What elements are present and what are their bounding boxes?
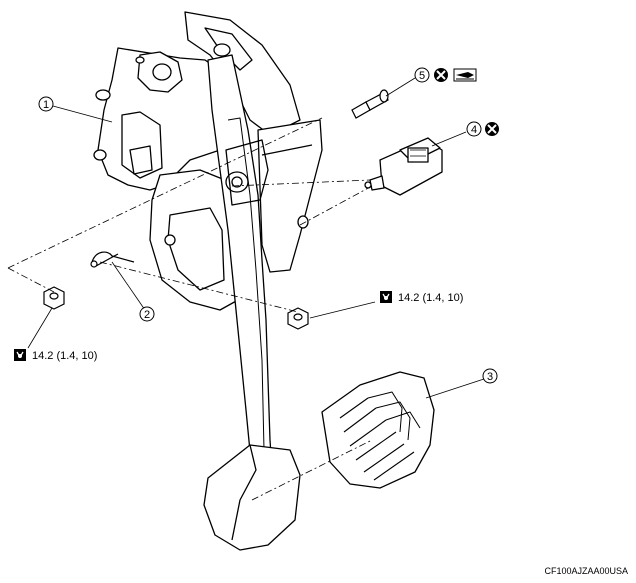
svg-text:2: 2 [144,309,150,321]
left-nut [43,286,65,310]
torque-label-right: 14.2 (1.4, 10) [398,292,463,304]
callout-5: 5 [414,67,430,83]
svg-text:4: 4 [471,124,477,136]
pedal-bracket [93,11,323,311]
leader-lines [27,77,488,399]
svg-text:1: 1 [43,99,49,111]
pedal-switch [364,137,443,196]
callout-3: 3 [482,368,498,384]
callout-4: 4 [466,121,482,137]
torque-label-left: 14.2 (1.4, 10) [32,350,97,362]
callout-2: 2 [139,306,155,322]
right-nut [287,307,309,330]
do-not-reuse-icon [434,68,448,82]
pedal-pad [321,371,435,489]
pedal-arm [207,54,273,473]
figure-code: CF100AJZAA00USA [544,566,628,576]
pedal-foot-plate [203,444,301,551]
apply-adhesive-icon [453,68,477,82]
torque-wrench-icon [380,291,392,303]
svg-text:5: 5 [419,70,425,82]
callout-1: 1 [38,96,54,112]
center-lines [7,117,373,501]
do-not-reuse-icon [485,122,499,136]
bolt [351,89,389,119]
snap-pin [90,251,135,268]
svg-text:3: 3 [487,371,493,383]
torque-wrench-icon [14,349,26,361]
